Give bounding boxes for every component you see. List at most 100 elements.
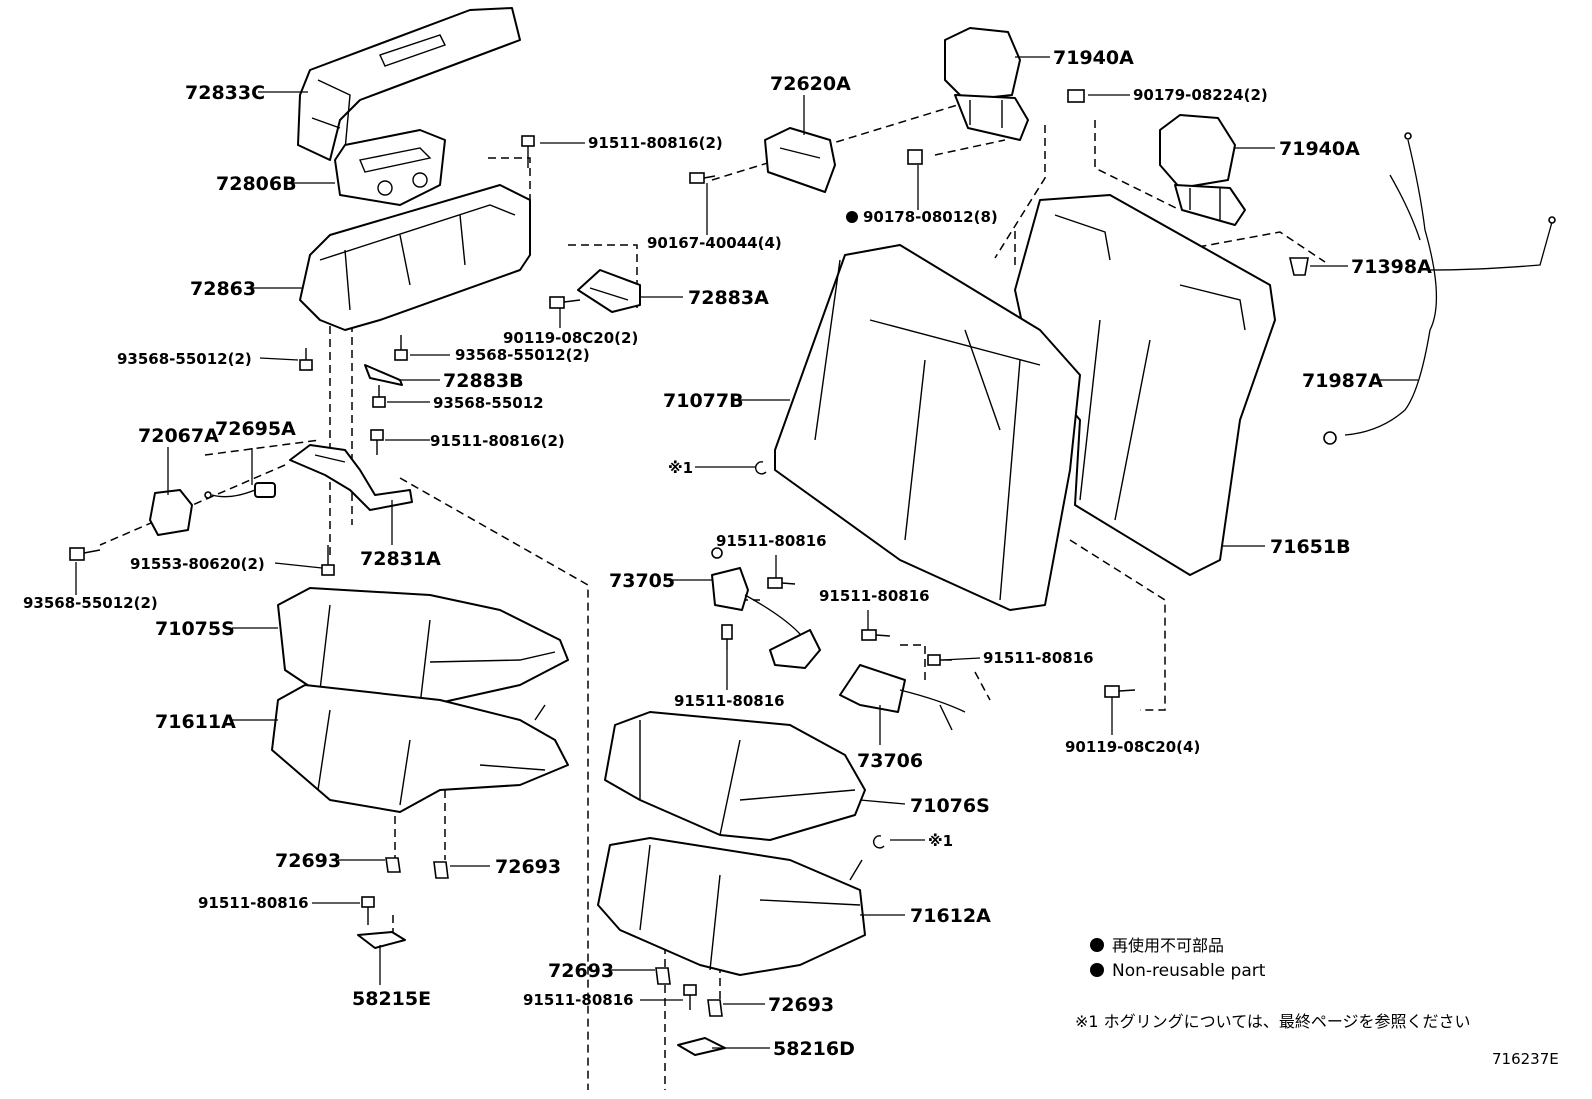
part-73706-lock	[839, 664, 966, 731]
label-72833C: 72833C	[185, 82, 265, 104]
label-90178-08012-8: 90178-08012(8)	[863, 208, 998, 226]
clip-icon	[1288, 257, 1309, 276]
leader-lines	[75, 56, 1418, 1049]
label-58215E: 58215E	[352, 988, 431, 1010]
label-72883A: 72883A	[688, 287, 769, 309]
bolt-icon	[394, 335, 408, 361]
label-71398A: 71398A	[1351, 256, 1432, 278]
label-71987A: 71987A	[1302, 370, 1383, 392]
label-91511-80816: 91511-80816	[198, 894, 309, 912]
label-90119-08C20-4: 90119-08C20(4)	[1065, 738, 1200, 756]
label-71612A: 71612A	[910, 905, 991, 927]
bolt-icon	[299, 348, 313, 371]
label-91511-80816-2: 91511-80816(2)	[588, 134, 723, 152]
part-71940A-headrest-left	[944, 27, 1029, 141]
label-72693: 72693	[495, 856, 561, 878]
label-91511-80816: 91511-80816	[819, 587, 930, 605]
label-93568-55012-2: 93568-55012(2)	[117, 350, 252, 368]
nut-icon	[1067, 89, 1085, 103]
nut-icon	[907, 149, 923, 165]
bolt-icon	[372, 385, 386, 408]
diagram-id: 716237E	[1492, 1050, 1559, 1068]
label-72863: 72863	[190, 278, 256, 300]
part-71987A-cable	[1323, 132, 1556, 445]
clip-icon	[385, 857, 401, 873]
part-72067A-cover	[149, 489, 193, 536]
label-71077B: 71077B	[663, 390, 744, 412]
hog-ring-icon	[873, 835, 885, 849]
label-90167-40044-4: 90167-40044(4)	[647, 234, 782, 252]
bolt-icon	[721, 624, 733, 650]
label-93568-55012: 93568-55012	[433, 394, 544, 412]
legend-jp: 再使用不可部品	[1112, 936, 1224, 955]
part-73705-lock	[711, 547, 821, 669]
label-93568-55012-2: 93568-55012(2)	[23, 594, 158, 612]
label-91511-80816: 91511-80816	[716, 532, 827, 550]
label-71075S: 71075S	[155, 618, 235, 640]
bolt-icon	[549, 296, 581, 309]
bolt-icon	[767, 577, 796, 589]
note-mark-1: ※1	[928, 832, 953, 850]
label-91511-80816-2: 91511-80816(2)	[430, 432, 565, 450]
part-58215E-bracket	[357, 931, 406, 949]
part-72883B-clip	[364, 364, 403, 386]
bolt-icon	[521, 135, 535, 168]
label-91553-80620-2: 91553-80620(2)	[130, 555, 265, 573]
label-72693: 72693	[768, 994, 834, 1016]
clip-icon	[707, 999, 723, 1017]
label-73705: 73705	[609, 570, 675, 592]
label-72883B: 72883B	[443, 370, 524, 392]
label-91511-80816: 91511-80816	[523, 991, 634, 1009]
part-71612A-cushion-pad	[597, 837, 866, 976]
note-mark-1: ※1	[668, 459, 693, 477]
bolt-icon	[689, 172, 716, 184]
bolt-icon	[683, 984, 697, 1010]
bolt-icon	[1104, 685, 1136, 698]
label-91511-80816: 91511-80816	[983, 649, 1094, 667]
legend-dot	[1090, 938, 1104, 952]
label-72067A: 72067A	[138, 425, 219, 447]
part-71077B-seatback-cover	[774, 244, 1081, 611]
label-71940A: 71940A	[1053, 47, 1134, 69]
part-72620A-bracket	[764, 127, 836, 193]
label-58216D: 58216D	[773, 1038, 855, 1060]
label-72693: 72693	[275, 850, 341, 872]
label-90179-08224-2: 90179-08224(2)	[1133, 86, 1268, 104]
legend-en: Non-reusable part	[1112, 961, 1266, 981]
part-71076S-cushion-cover	[604, 711, 866, 841]
label-72831A: 72831A	[360, 548, 441, 570]
part-71651B-seatback-pad	[1014, 194, 1276, 576]
part-72883A-bracket	[577, 269, 641, 313]
label-71940A: 71940A	[1279, 138, 1360, 160]
label-90119-08C20-2: 90119-08C20(2)	[503, 329, 638, 347]
bolt-icon	[861, 629, 891, 641]
part-71940A-headrest-right	[1159, 114, 1246, 226]
legend: 再使用不可部品 Non-reusable part ※1 ホグリングについては、…	[1075, 936, 1471, 1031]
bolt-icon	[321, 545, 335, 576]
part-72695A-switch	[204, 482, 276, 499]
non-reusable-dot	[846, 211, 858, 223]
label-73706: 73706	[857, 750, 923, 772]
label-72806B: 72806B	[216, 173, 297, 195]
part-72831A-hinge-bracket	[289, 444, 413, 511]
label-93568-55012-2: 93568-55012(2)	[455, 346, 590, 364]
part-72833C-armrest-panel	[297, 7, 521, 161]
bolt-icon	[361, 896, 375, 925]
part-71611A-cushion-pad	[271, 684, 569, 813]
bolt-icon	[370, 429, 384, 455]
label-72695A: 72695A	[215, 418, 296, 440]
part-72863-armrest-base	[299, 184, 531, 331]
label-72693: 72693	[548, 960, 614, 982]
hardware-fasteners	[69, 89, 1309, 1017]
clip-icon	[655, 967, 671, 985]
legend-note1: ※1 ホグリングについては、最終ページを参照ください	[1075, 1012, 1471, 1031]
label-71611A: 71611A	[155, 711, 236, 733]
hog-ring-icon	[755, 461, 767, 475]
legend-dot	[1090, 963, 1104, 977]
label-71076S: 71076S	[910, 795, 990, 817]
part-58216D-bracket	[677, 1037, 726, 1056]
label-71651B: 71651B	[1270, 536, 1351, 558]
part-number-labels: 72833C 72806B 72863 93568-55012(2) 93568…	[23, 47, 1432, 1060]
part-72806B-cup-holder	[334, 129, 446, 206]
